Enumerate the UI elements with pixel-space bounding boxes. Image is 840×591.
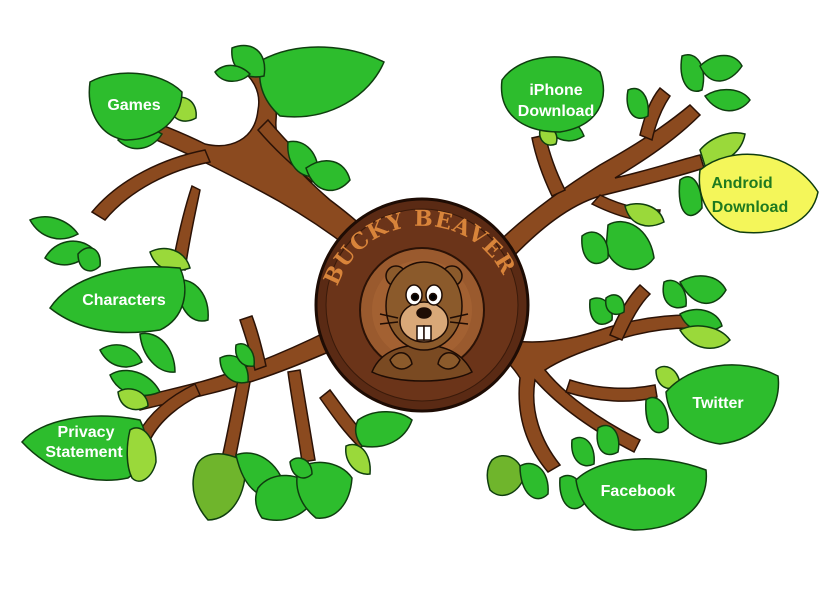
iphone-label-line2: Download — [518, 103, 594, 120]
characters-label: Characters — [82, 292, 166, 309]
android-label-line2: Download — [712, 199, 788, 216]
nav-leaf-iphone-download[interactable]: iPhone Download — [500, 56, 605, 133]
beaver-icon — [371, 261, 473, 382]
bucky-beaver-logo[interactable]: BUCKY BEAVER — [314, 197, 530, 413]
facebook-label: Facebook — [601, 483, 676, 500]
nav-leaf-privacy-statement[interactable]: Privacy Statement — [21, 415, 157, 482]
android-label-line1: Android — [711, 175, 772, 192]
games-label: Games — [107, 97, 160, 114]
nav-leaf-facebook[interactable]: Facebook — [575, 458, 708, 531]
nav-leaf-characters[interactable]: Characters — [48, 266, 186, 334]
iphone-label-line1: iPhone — [529, 82, 582, 99]
privacy-label-line2: Statement — [45, 444, 123, 461]
nav-leaf-android-download[interactable]: Android Download — [698, 153, 819, 234]
nav-leaf-twitter[interactable]: Twitter — [665, 364, 780, 445]
decorative-leaves — [28, 44, 751, 521]
nav-leaf-games[interactable]: Games — [88, 72, 183, 141]
twitter-label: Twitter — [692, 395, 743, 412]
privacy-label-line1: Privacy — [58, 424, 115, 441]
